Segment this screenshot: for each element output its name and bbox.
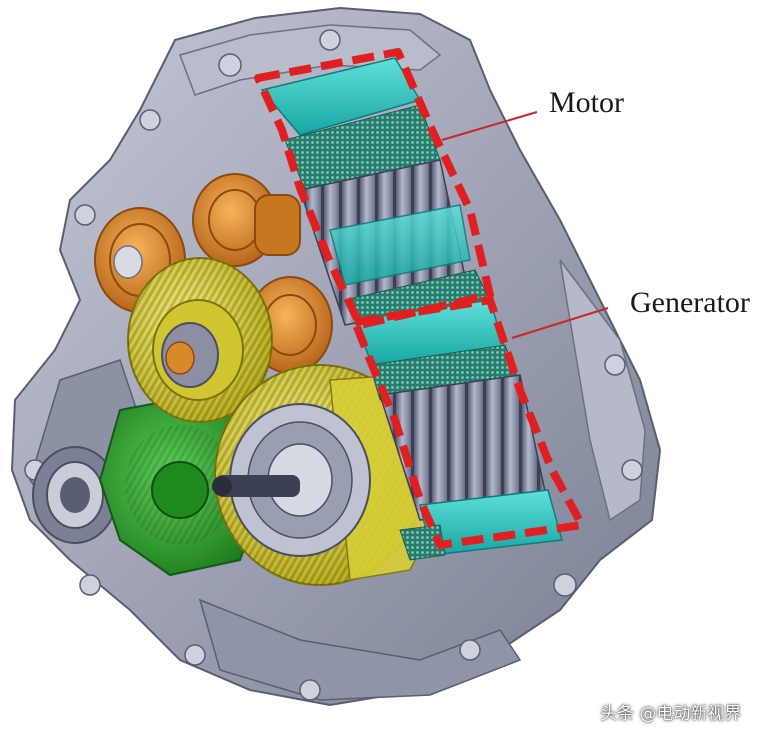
generator-label: Generator xyxy=(630,286,750,319)
motor-label: Motor xyxy=(549,86,624,119)
generator-leader-line xyxy=(511,307,609,339)
idler-gear xyxy=(127,257,273,423)
watermark: 头条 @电动新视界 xyxy=(600,704,742,724)
motor-highlight-outline xyxy=(254,48,494,329)
motor-leader-line xyxy=(441,111,538,141)
output-gear xyxy=(212,364,436,586)
generator-highlight-outline xyxy=(351,296,586,549)
output-shaft-bore xyxy=(32,446,118,544)
housing-bolt-bosses xyxy=(24,29,643,701)
